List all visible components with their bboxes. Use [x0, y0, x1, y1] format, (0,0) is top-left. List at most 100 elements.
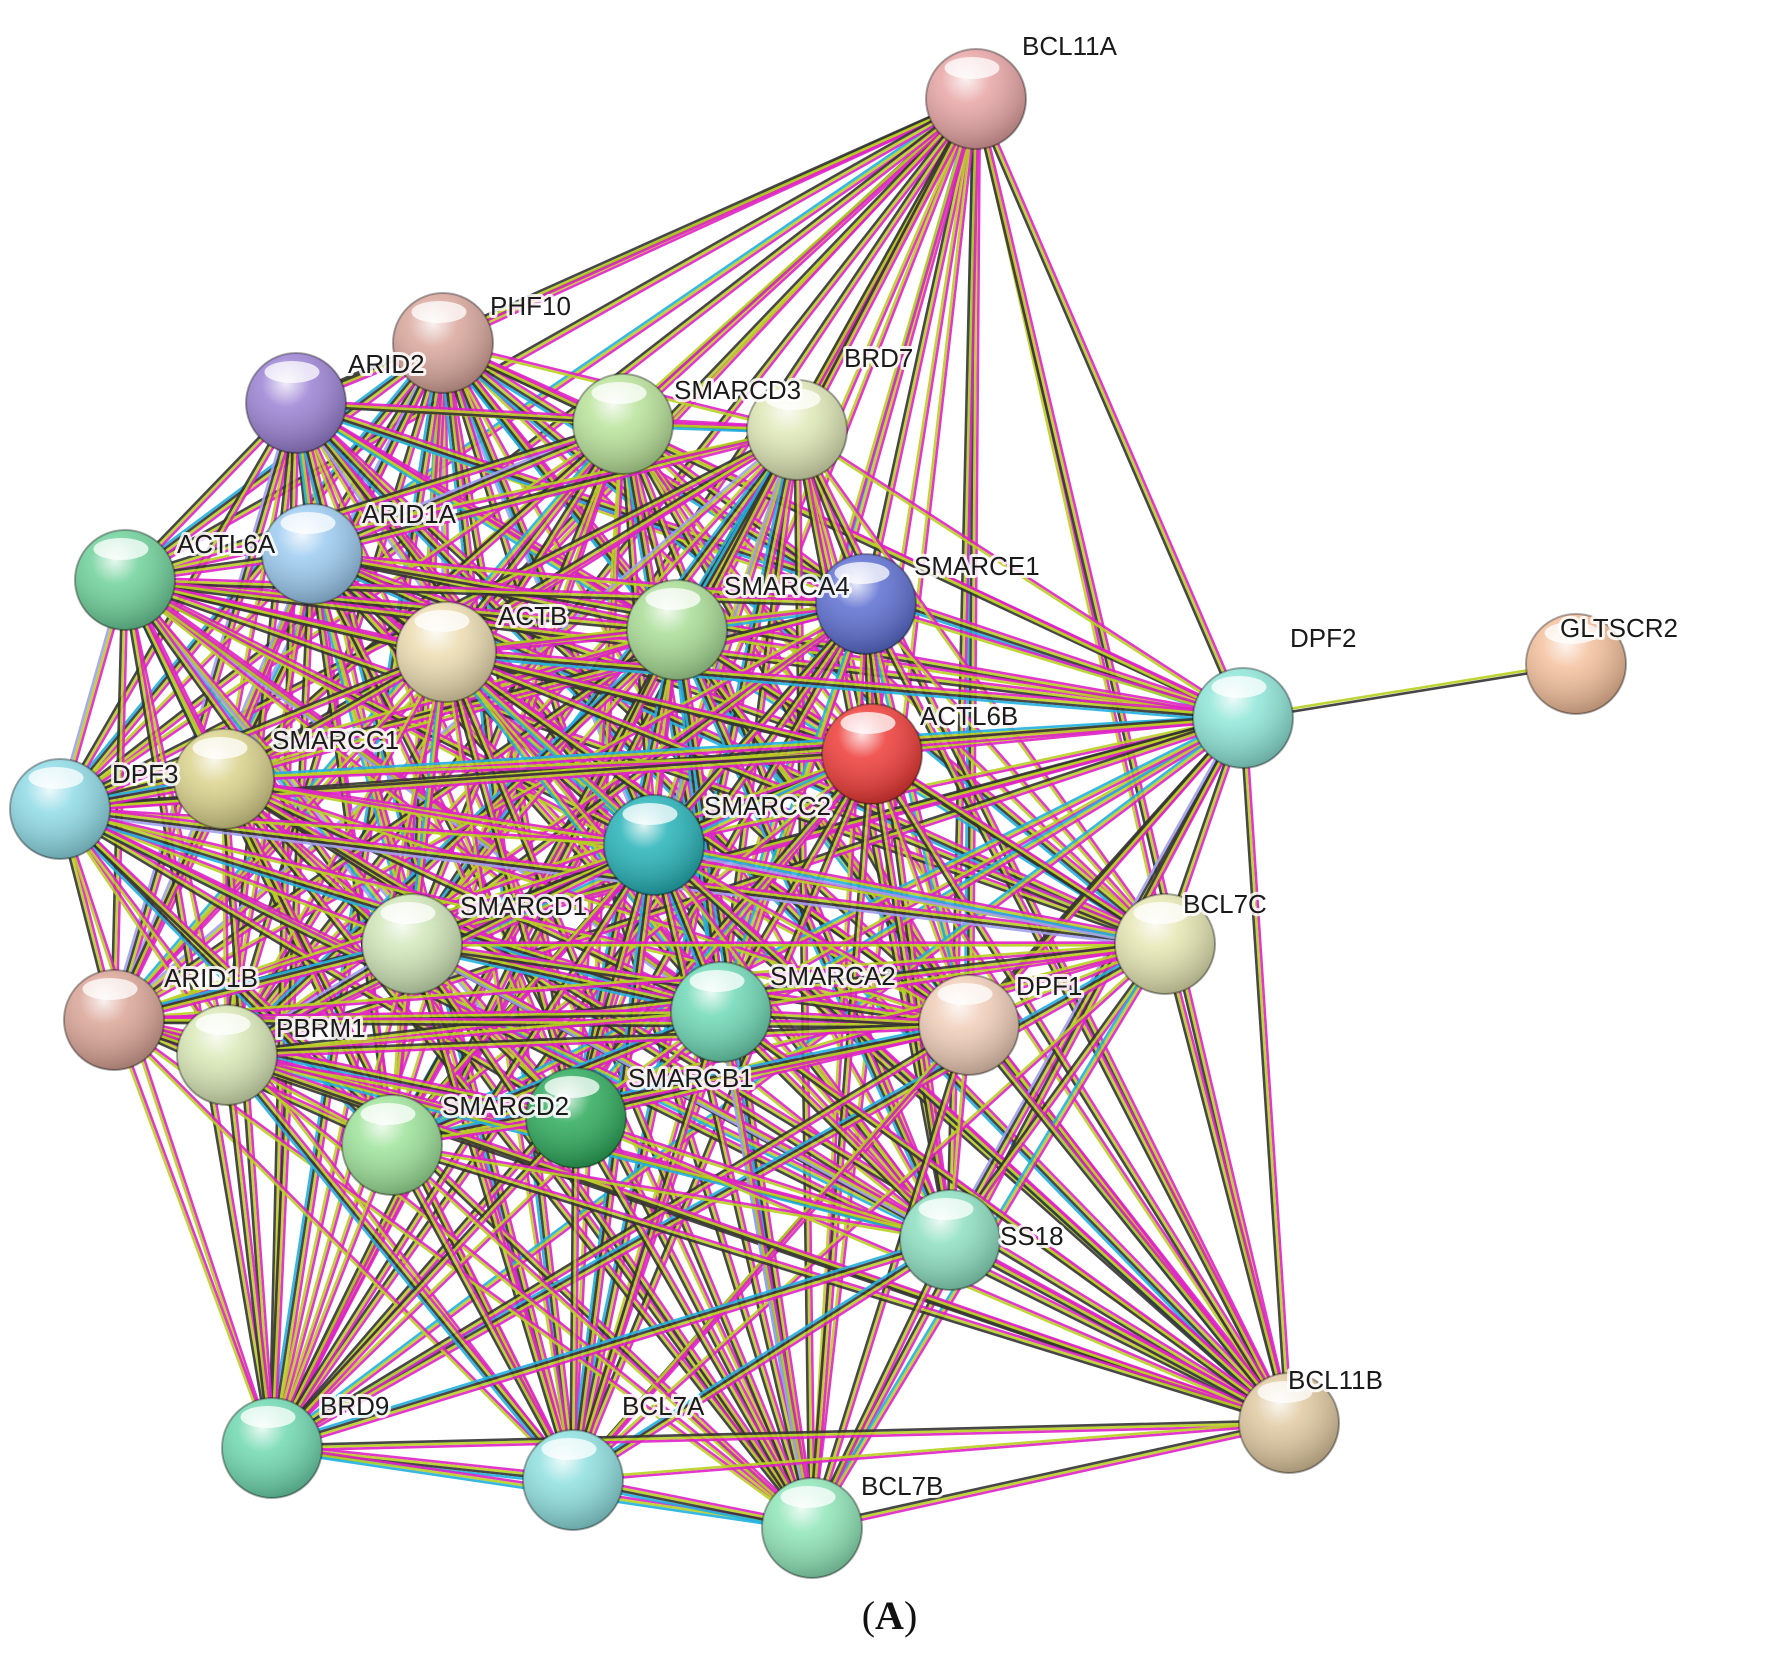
node-bcl7b[interactable]	[761, 1477, 863, 1579]
edge-PBRM1-BRD9-0	[228, 1054, 276, 1448]
edge-BRD7-ACTL6A-0	[125, 429, 798, 583]
edge-DPF3-BCL7C-1	[59, 806, 1166, 945]
edge-SS18-BCL7B-0	[813, 1240, 954, 1530]
edge-SS18-BCL7B-2	[808, 1238, 949, 1528]
edge-SMARCD2-SS18-0	[392, 1142, 951, 1240]
edge-ARID1B-BRD9-1	[111, 1019, 273, 1449]
edge-DPF1-PBRM1-0	[227, 1026, 970, 1059]
node-smarcd2[interactable]	[341, 1094, 443, 1196]
node-dpf1[interactable]	[918, 974, 1020, 1076]
edge-ARID2-BCL11B-3	[292, 404, 1288, 1427]
node-label-bcl11a: BCL11A	[1022, 31, 1118, 61]
node-highlight	[765, 388, 821, 410]
edge-SMARCD2-BCL11B-1	[391, 1143, 1290, 1425]
node-label-smarcc1: SMARCC1	[272, 725, 399, 755]
node-label-smarcd1: SMARCD1	[460, 891, 587, 921]
edge-BRD7-DPF2-0	[796, 427, 1245, 718]
node-gltscr2[interactable]	[1525, 613, 1627, 715]
edge-DPF1-BCL11B-1	[967, 1024, 1291, 1424]
node-smarcb1[interactable]	[525, 1067, 627, 1169]
node-label-gltscr2: GLTSCR2	[1560, 613, 1678, 643]
edge-SMARCC2-BCL7C-3	[653, 847, 1165, 950]
node-arid1a[interactable]	[261, 503, 363, 605]
edge-ACTL6B-SMARCC1-1	[223, 751, 873, 780]
edge-DPF2-SMARCC2-1	[653, 715, 1243, 845]
node-dpf2[interactable]	[1192, 667, 1294, 769]
edge-SMARCD1-ARID1B-1	[113, 944, 413, 1023]
edge-BCL7C-ARID1B-1	[113, 941, 1166, 1020]
edge-DPF1-PBRM1-1	[226, 1023, 970, 1057]
edge-DPF2-BCL11B-0	[1244, 717, 1293, 1423]
node-smarca4[interactable]	[626, 579, 728, 681]
node-phf10[interactable]	[392, 292, 494, 394]
node-smarcd1[interactable]	[361, 893, 463, 995]
node-smarcd3[interactable]	[572, 373, 674, 475]
node-label-arid1b: ARID1B	[164, 963, 258, 993]
edge-DPF3-BCL7A-0	[60, 807, 576, 1481]
edge-SMARCD3-ACTL6A-1	[124, 422, 624, 582]
node-arid1b[interactable]	[63, 969, 165, 1071]
edge-SS18-BRD9-3	[270, 1235, 950, 1446]
node-label-smarca2: SMARCA2	[770, 961, 896, 991]
node-bcl7a[interactable]	[522, 1429, 624, 1531]
node-arid2[interactable]	[245, 352, 347, 454]
node-brd7[interactable]	[746, 379, 848, 481]
edge-SMARCD2-BRD9-1	[269, 1144, 393, 1449]
node-highlight	[944, 57, 1000, 79]
node-dpf3[interactable]	[9, 758, 111, 860]
node-label-actb: ACTB	[498, 601, 567, 631]
node-actl6a[interactable]	[74, 529, 176, 631]
edge-SMARCD2-BCL7A-2	[388, 1145, 572, 1482]
edge-ACTB-DPF3-0	[60, 653, 448, 813]
edge-SMARCB1-BRD9-0	[272, 1118, 579, 1451]
node-smarcc2[interactable]	[603, 794, 705, 896]
node-actl6b[interactable]	[821, 703, 923, 805]
node-label-actl6b: ACTL6B	[920, 701, 1018, 731]
node-highlight	[1257, 1381, 1313, 1403]
node-label-smarcd2: SMARCD2	[442, 1091, 569, 1121]
edge-ACTB-DPF3-2	[58, 648, 446, 808]
edge-ACTB-DPF1-0	[446, 648, 972, 1024]
node-bcl11b[interactable]	[1238, 1372, 1340, 1474]
edge-SMARCC2-BCL7A-3	[567, 844, 652, 1480]
node-ss18[interactable]	[899, 1189, 1001, 1291]
edge-DPF1-BRD9-0	[272, 1026, 972, 1452]
edge-ACTL6B-SMARCD2-1	[390, 751, 872, 1145]
edge-BRD9-BCL7A-0	[272, 1442, 574, 1478]
edge-ACTL6B-SMARCD2-0	[392, 754, 874, 1148]
edge-DPF2-BCL7B-1	[810, 717, 1245, 1529]
node-actb[interactable]	[395, 601, 497, 703]
edge-DPF3-SMARCC2-0	[60, 806, 655, 846]
node-bcl7c[interactable]	[1114, 893, 1216, 995]
edge-BCL7C-BCL11B-1	[1163, 943, 1291, 1424]
edge-DPF2-BCL11B-1	[1241, 717, 1291, 1424]
node-smarce1[interactable]	[815, 553, 917, 655]
node-brd9[interactable]	[221, 1397, 323, 1499]
edge-BRD7-DPF2-1	[795, 430, 1244, 721]
node-highlight	[411, 301, 467, 323]
edge-PBRM1-BRD9-1	[225, 1054, 274, 1449]
edge-PBRM1-BCL7A-2	[224, 1055, 573, 1482]
node-pbrm1[interactable]	[176, 1004, 278, 1106]
node-highlight	[414, 610, 470, 632]
edge-SMARCC2-BCL7C-1	[653, 842, 1166, 945]
edge-BCL11B-BRD9-1	[271, 1421, 1290, 1450]
edge-ACTB-ACTL6B-1	[445, 650, 873, 756]
edge-SMARCD3-ARID1A-1	[312, 424, 625, 557]
node-label-brd9: BRD9	[320, 1391, 389, 1421]
edge-ACTB-BCL7C-2	[444, 653, 1165, 948]
edge-SMARCC2-BCL11B-1	[653, 844, 1290, 1424]
node-label-actl6a: ACTL6A	[177, 529, 276, 559]
edge-BCL11B-BRD9-2	[271, 1419, 1289, 1447]
edge-BCL7C-SS18-2	[946, 941, 1164, 1240]
node-bcl11a[interactable]	[925, 48, 1027, 150]
node-highlight	[360, 1103, 416, 1125]
node-label-smarca4: SMARCA4	[724, 571, 850, 601]
node-highlight	[93, 538, 149, 560]
edge-SMARCB1-BRD9-1	[271, 1117, 577, 1449]
edge-ACTB-DPF3-1	[59, 650, 447, 811]
edge-BCL11A-DPF2-2	[972, 99, 1242, 720]
edge-DPF2-BRD9-2	[269, 714, 1243, 1447]
node-smarca2[interactable]	[670, 961, 772, 1063]
node-smarcc1[interactable]	[173, 728, 275, 830]
